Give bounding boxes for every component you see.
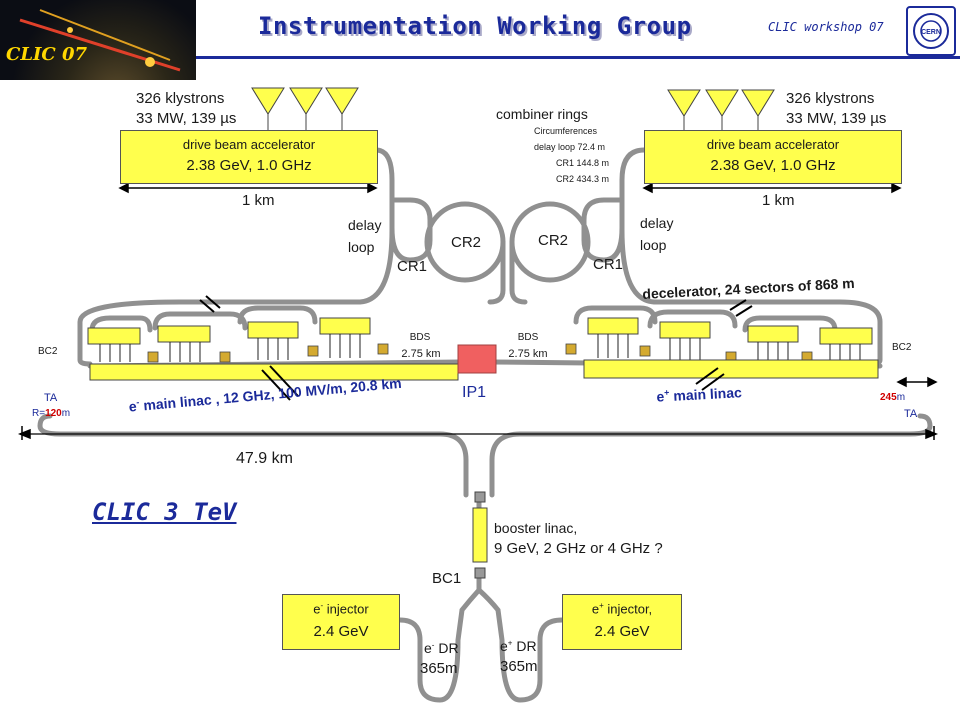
quad-markers bbox=[147, 343, 813, 363]
pets-arrows bbox=[99, 334, 861, 362]
e-minus-injector-box: e- injector 2.4 GeV bbox=[282, 594, 400, 650]
e-plus-injector-label: e+ injector, bbox=[591, 601, 653, 617]
booster-linac-bar bbox=[472, 507, 488, 563]
header-divider bbox=[196, 56, 960, 59]
decelerator-sectors-left bbox=[87, 317, 371, 345]
e-minus-injector-energy: 2.4 GeV bbox=[313, 623, 369, 640]
logo-graphic bbox=[19, 9, 181, 72]
total-length-label: 47.9 km bbox=[236, 450, 293, 467]
klystrons-right-count: 326 klystrons bbox=[786, 90, 875, 107]
klystrons-right bbox=[667, 89, 775, 132]
e-minus-dr-length: 365m bbox=[420, 660, 458, 677]
drive-beam-right-spec: 2.38 GeV, 1.0 GHz bbox=[710, 157, 836, 174]
delay-loop-left-label: delay loop bbox=[348, 217, 382, 255]
drive-beam-left-label: drive beam accelerator bbox=[182, 137, 316, 152]
ta-right-label: TA bbox=[904, 408, 918, 420]
break-marks bbox=[199, 295, 753, 401]
booster-linac-label: booster linac, bbox=[494, 520, 578, 536]
r-prefix: R= bbox=[32, 408, 46, 419]
e-plus-dr-length: 365m bbox=[500, 658, 538, 675]
klystrons-right-power: 33 MW, 139 µs bbox=[786, 110, 887, 127]
cr2-right-label: CR2 bbox=[538, 232, 569, 249]
ip1-label: IP1 bbox=[462, 384, 487, 401]
r-right-value: 245 bbox=[880, 392, 897, 403]
ip-box bbox=[457, 344, 497, 374]
cr1-left-label: CR1 bbox=[397, 258, 428, 275]
e-plus-injector-energy: 2.4 GeV bbox=[594, 623, 650, 640]
drive-beam-right-length: 1 km bbox=[762, 192, 795, 209]
clic-3tev-title: CLIC 3 TeV bbox=[92, 498, 237, 526]
bds-left-length: 2.75 km bbox=[401, 348, 441, 360]
logo-text: CLIC 07 bbox=[6, 44, 88, 65]
clic07-logo: CLIC 07 bbox=[0, 0, 196, 80]
length-arrows bbox=[17, 182, 939, 440]
page-title: Instrumentation Working Group bbox=[258, 12, 692, 40]
cern-logo-graphic: CERN bbox=[913, 13, 949, 49]
bds-left-label: BDS bbox=[409, 332, 431, 343]
decelerator-sectors-right bbox=[587, 317, 873, 345]
e-plus-main-linac-bar bbox=[583, 359, 879, 379]
circ-cr1: CR1 144.8 m bbox=[556, 158, 610, 168]
bds-right-label: BDS bbox=[517, 332, 539, 343]
bc1-marker bbox=[474, 567, 486, 579]
e-plus-dr-label: e+ DR bbox=[500, 638, 537, 654]
svg-text:CERN: CERN bbox=[921, 29, 941, 36]
ta-left-radius: R=120m bbox=[32, 408, 70, 419]
bc2-left-label: BC2 bbox=[38, 346, 58, 357]
e-minus-main-linac-bar bbox=[89, 363, 459, 381]
cr1-right-label: CR1 bbox=[593, 256, 624, 273]
r-left-value: 120 bbox=[45, 408, 62, 419]
klystrons-left-count: 326 klystrons bbox=[136, 90, 225, 107]
bc2-right-label: BC2 bbox=[892, 342, 912, 353]
drive-beam-right-label: drive beam accelerator bbox=[706, 137, 840, 152]
beam-pipes bbox=[37, 147, 933, 703]
e-minus-dr-label: e- DR bbox=[424, 640, 459, 656]
combiner-rings-title: combiner rings bbox=[496, 106, 588, 122]
booster-linac-spec: 9 GeV, 2 GHz or 4 GHz ? bbox=[494, 540, 663, 557]
e-plus-dr-text: DR bbox=[516, 638, 537, 654]
drive-beam-left-spec: 2.38 GeV, 1.0 GHz bbox=[186, 157, 312, 174]
e-minus-injector-text: injector bbox=[326, 601, 369, 617]
bds-right-length: 2.75 km bbox=[508, 348, 548, 360]
drive-beam-left-length: 1 km bbox=[242, 192, 275, 209]
klystrons-left-power: 33 MW, 139 µs bbox=[136, 110, 237, 127]
e-minus-injector-label: e- injector bbox=[313, 601, 369, 617]
drive-beam-right-box: drive beam accelerator 2.38 GeV, 1.0 GHz bbox=[644, 130, 902, 184]
e-plus-injector-box: e+ injector, 2.4 GeV bbox=[562, 594, 682, 650]
bc1-label: BC1 bbox=[432, 570, 462, 587]
circ-delay-loop: delay loop 72.4 m bbox=[534, 142, 606, 152]
circumferences-title: Circumferences bbox=[534, 126, 598, 136]
workshop-label: CLIC workshop 07 bbox=[768, 20, 884, 34]
cr2-left-label: CR2 bbox=[451, 234, 482, 251]
bc2-marker bbox=[474, 491, 486, 503]
drive-beam-left-box: drive beam accelerator 2.38 GeV, 1.0 GHz bbox=[120, 130, 378, 184]
r-right-unit: m bbox=[896, 392, 906, 403]
cern-logo: CERN bbox=[906, 6, 956, 56]
e-plus-injector-text: injector, bbox=[607, 601, 653, 617]
ta-right-radius: 245m bbox=[880, 392, 905, 403]
e-minus-dr-text: DR bbox=[438, 640, 459, 656]
circ-cr2: CR2 434.3 m bbox=[556, 174, 610, 184]
delay-loop-right-label: delay loop bbox=[640, 215, 674, 253]
klystrons-left bbox=[251, 87, 359, 130]
r-left-unit: m bbox=[61, 408, 71, 419]
ta-left-label: TA bbox=[44, 392, 58, 404]
